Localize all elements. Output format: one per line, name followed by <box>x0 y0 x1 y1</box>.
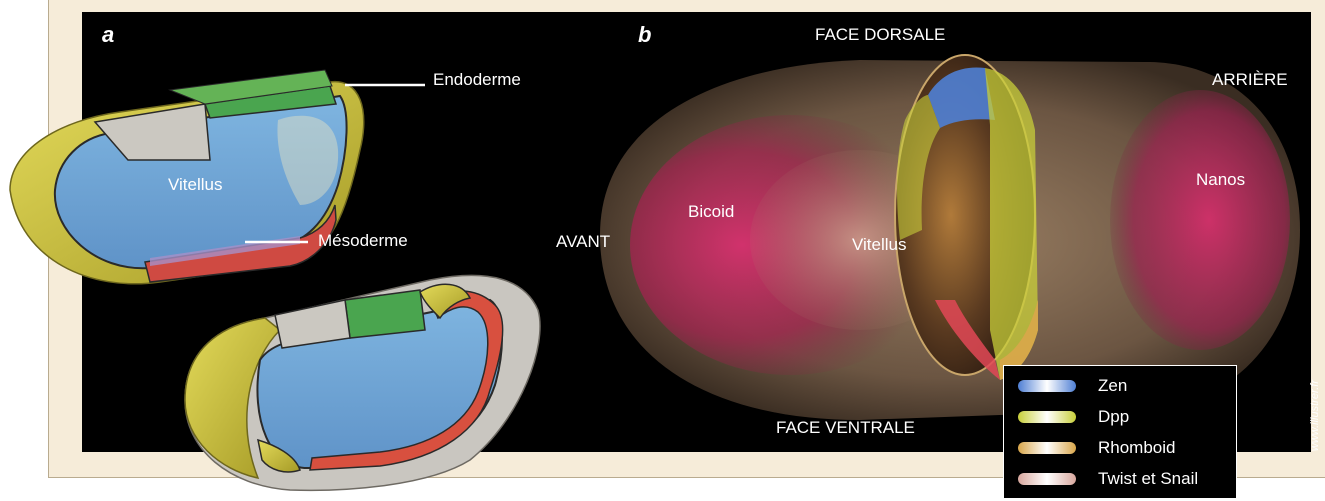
credit-text: www.illustrer.fr <box>1309 380 1321 451</box>
label-face-ventrale: FACE VENTRALE <box>776 418 915 438</box>
legend-label-rhomboid: Rhomboid <box>1098 438 1176 458</box>
panel-letter-a: a <box>102 22 114 48</box>
legend-swatch-dpp <box>1018 411 1076 423</box>
legend: Zen Dpp Rhomboid Twist et Snail <box>1003 365 1237 499</box>
legend-label-zen: Zen <box>1098 376 1127 396</box>
legend-swatch-rhomboid <box>1018 442 1076 454</box>
label-vitellus-b: Vitellus <box>852 235 907 255</box>
label-vitellus-a: Vitellus <box>168 175 223 195</box>
panel-letter-b: b <box>638 22 651 48</box>
legend-label-dpp: Dpp <box>1098 407 1129 427</box>
embryo-a-bottom <box>185 275 540 490</box>
label-bicoid: Bicoid <box>688 202 734 222</box>
legend-label-twist-snail: Twist et Snail <box>1098 469 1198 489</box>
label-arriere: ARRIÈRE <box>1212 70 1288 90</box>
legend-item-zen: Zen <box>1018 372 1127 400</box>
label-face-dorsale: FACE DORSALE <box>815 25 945 45</box>
label-endoderme: Endoderme <box>433 70 521 90</box>
legend-item-rhomboid: Rhomboid <box>1018 434 1176 462</box>
legend-swatch-twist-snail <box>1018 473 1076 485</box>
label-nanos: Nanos <box>1196 170 1245 190</box>
legend-item-dpp: Dpp <box>1018 403 1129 431</box>
label-avant: AVANT <box>556 232 610 252</box>
legend-item-twist-snail: Twist et Snail <box>1018 465 1198 493</box>
legend-swatch-zen <box>1018 380 1076 392</box>
label-mesoderme: Mésoderme <box>318 231 408 251</box>
